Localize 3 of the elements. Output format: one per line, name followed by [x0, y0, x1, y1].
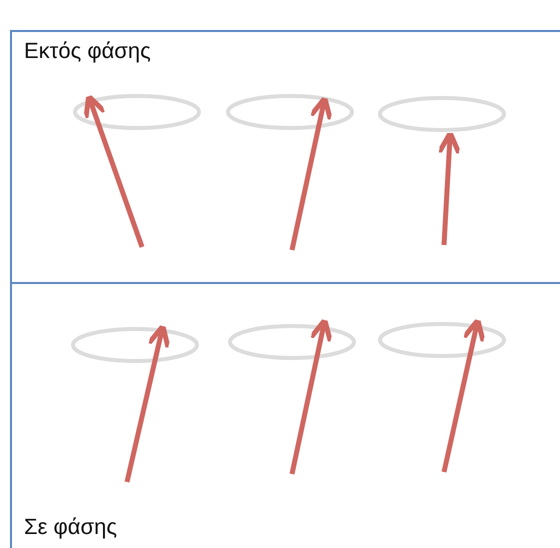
panel-title: Εκτός φάσης	[24, 38, 151, 64]
panel-title: Σε φάσης	[24, 514, 117, 540]
panel	[10, 30, 560, 284]
